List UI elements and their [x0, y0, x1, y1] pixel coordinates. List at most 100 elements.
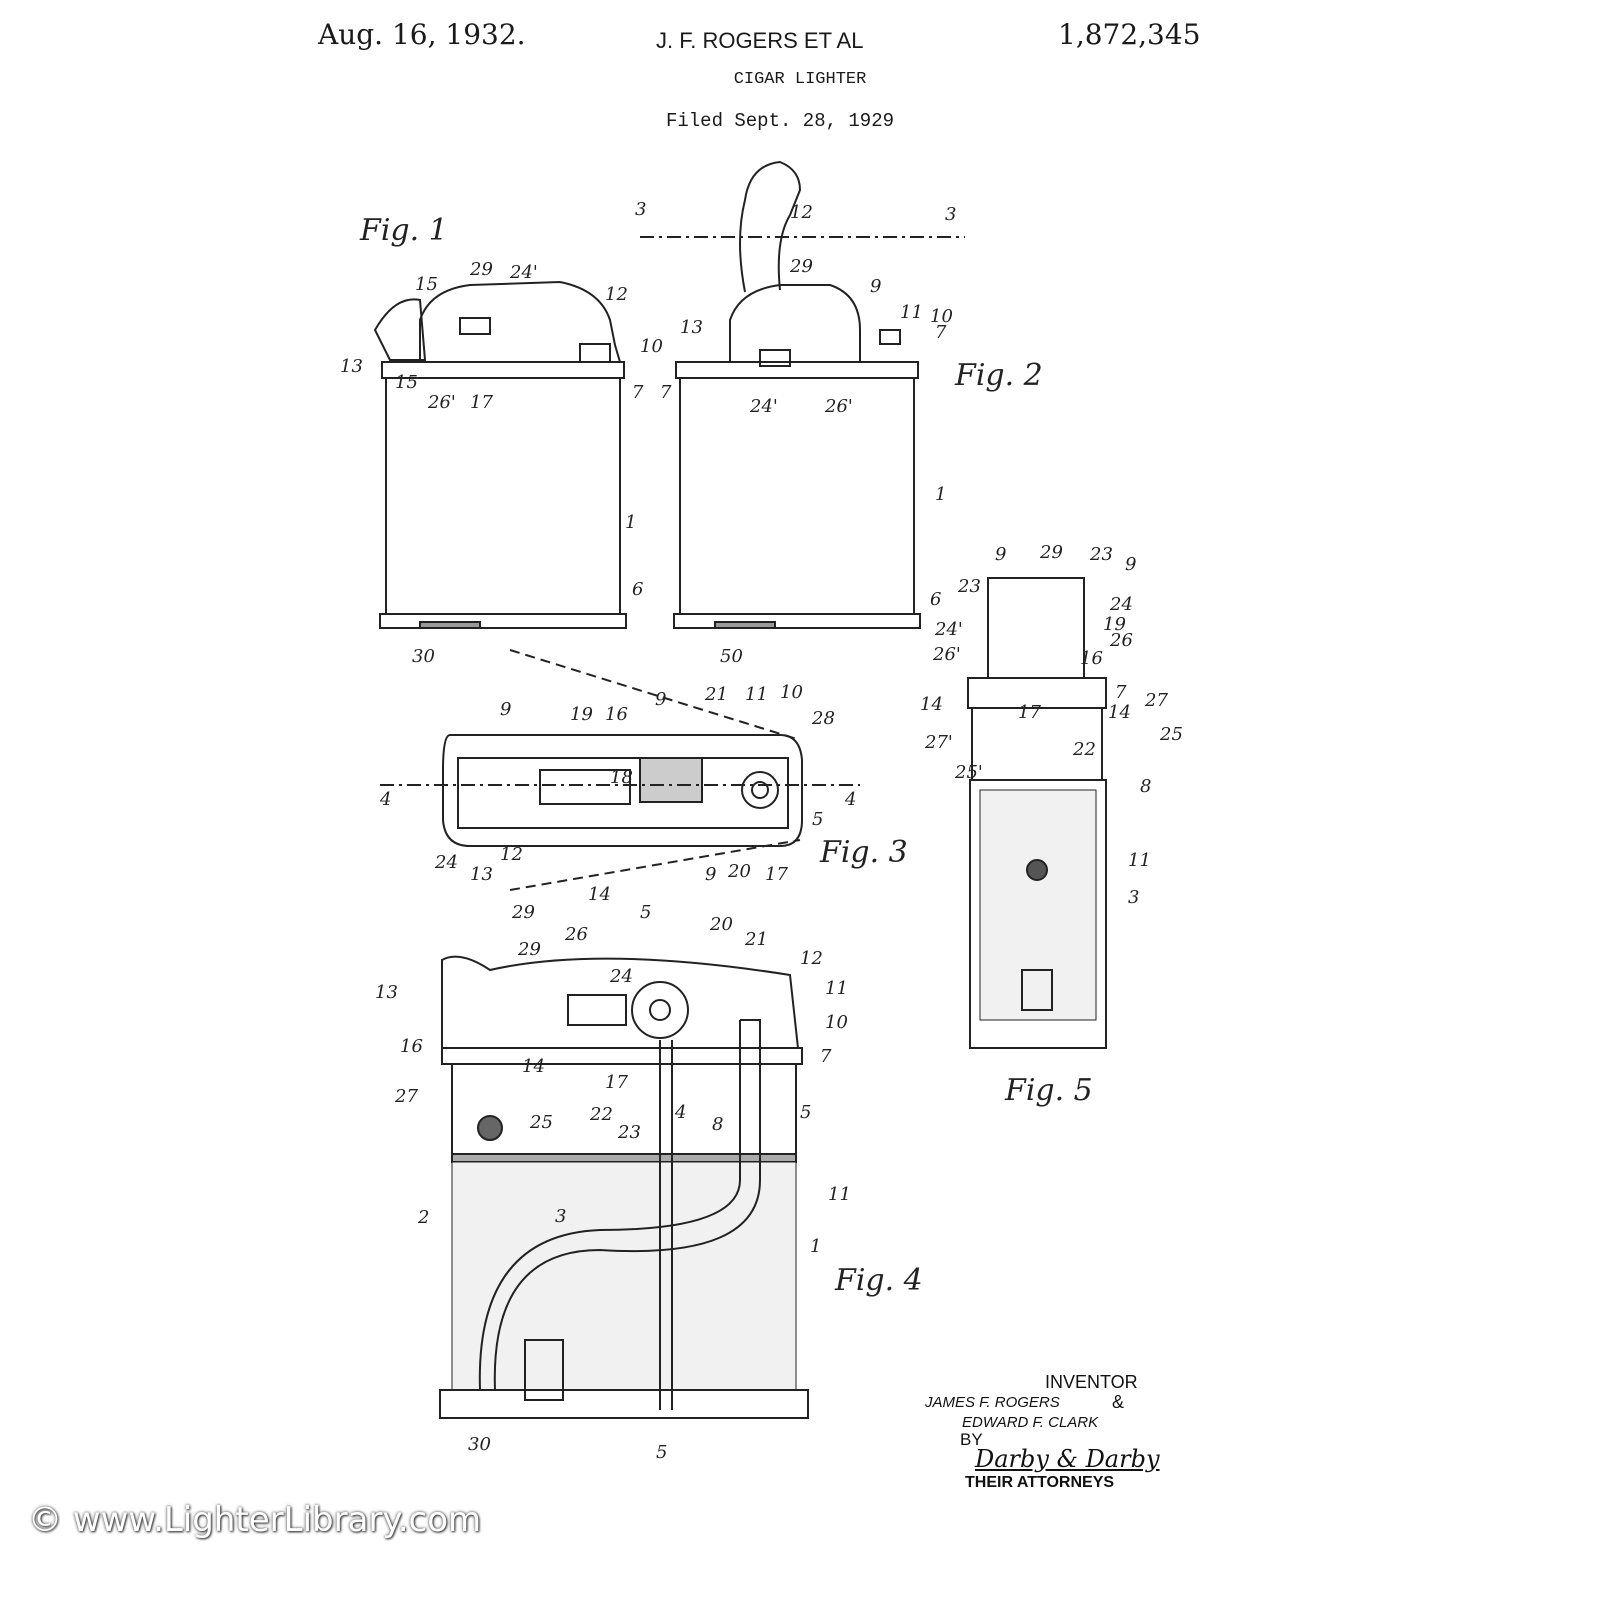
- reference-numeral: 14: [920, 694, 943, 715]
- reference-numeral: 9: [500, 699, 511, 720]
- reference-numeral: 5: [656, 1442, 667, 1463]
- reference-numeral: 13: [340, 356, 363, 377]
- reference-numeral: 17: [605, 1072, 628, 1093]
- reference-numeral: 8: [712, 1114, 723, 1135]
- reference-numeral: 10: [780, 682, 803, 703]
- reference-numeral: 14: [522, 1056, 545, 1077]
- reference-numeral: 15: [415, 274, 438, 295]
- reference-numeral: 9: [1125, 554, 1136, 575]
- reference-numeral: 9: [870, 276, 881, 297]
- inventor-name-2: EDWARD F. CLARK: [962, 1414, 1099, 1431]
- reference-numeral: 7: [935, 322, 947, 343]
- watermark: © www.LighterLibrary.com: [28, 1500, 482, 1540]
- inventor-name-1: JAMES F. ROGERS: [925, 1394, 1060, 1411]
- reference-numeral: 9: [995, 544, 1006, 565]
- reference-numeral: 30: [468, 1434, 491, 1455]
- reference-numeral: 50: [720, 646, 743, 667]
- reference-numeral: 20: [727, 861, 751, 882]
- reference-numeral: 16: [1080, 648, 1103, 669]
- reference-numeral: 4: [674, 1102, 686, 1123]
- reference-numeral: 12: [790, 202, 813, 223]
- figure-4-label: Fig. 4: [834, 1263, 923, 1298]
- reference-numeral: 5: [812, 809, 823, 830]
- reference-numeral: 8: [1140, 776, 1151, 797]
- reference-numeral: 25: [1159, 724, 1183, 745]
- reference-numeral: 10: [825, 1012, 848, 1033]
- reference-numeral: 4: [379, 789, 391, 810]
- reference-numeral: 3: [945, 204, 956, 225]
- reference-numeral: 27: [394, 1086, 418, 1107]
- reference-numeral: 29: [511, 902, 535, 923]
- reference-numeral: 29: [517, 939, 541, 960]
- figure-2: [640, 160, 965, 629]
- reference-numeral: 18: [610, 767, 633, 788]
- reference-numeral: 10: [640, 336, 663, 357]
- reference-numeral: 29: [1039, 542, 1063, 563]
- reference-numeral: 1: [935, 484, 946, 505]
- reference-numeral: 19: [570, 704, 593, 725]
- reference-numeral: 9: [655, 689, 666, 710]
- figure-5: [967, 577, 1107, 1049]
- reference-numeral: 24: [609, 966, 633, 987]
- reference-numeral: 28: [811, 708, 835, 729]
- inventors-short: J. F. ROGERS ET AL: [656, 28, 864, 53]
- reference-numeral: 1: [625, 512, 636, 533]
- reference-numeral: 24: [434, 852, 458, 873]
- reference-numeral: 7: [1115, 682, 1127, 703]
- reference-numeral: 16: [400, 1036, 423, 1057]
- reference-numeral: 24': [934, 619, 963, 640]
- reference-numeral: 1: [810, 1236, 821, 1257]
- patent-title: CIGAR LIGHTER: [733, 70, 867, 89]
- reference-numeral: 7: [632, 382, 644, 403]
- reference-numeral: 23: [957, 576, 981, 597]
- reference-numeral: 12: [800, 948, 823, 969]
- reference-numeral: 23: [1089, 544, 1113, 565]
- reference-numeral: 11: [745, 684, 768, 705]
- reference-numeral: 27: [1144, 690, 1168, 711]
- reference-numeral: 12: [605, 284, 628, 305]
- reference-numeral: 2: [417, 1207, 429, 1228]
- reference-numeral: 23: [617, 1122, 641, 1143]
- reference-numeral: 6: [632, 579, 643, 600]
- reference-numeral: 21: [744, 929, 768, 950]
- reference-numeral: 25: [529, 1112, 553, 1133]
- reference-numeral: 3: [1128, 887, 1139, 908]
- by-label: BY: [960, 1430, 983, 1449]
- reference-numeral: 22: [589, 1104, 613, 1125]
- reference-numeral: 17: [470, 392, 493, 413]
- reference-numeral: 22: [1072, 739, 1096, 760]
- reference-numeral: 14: [1108, 702, 1131, 723]
- reference-numeral: 3: [555, 1206, 566, 1227]
- reference-numeral: 17: [1018, 702, 1041, 723]
- reference-numeral: 5: [640, 902, 651, 923]
- reference-numeral: 24': [509, 262, 538, 283]
- reference-numeral: 3: [635, 199, 646, 220]
- reference-numeral: 9: [705, 864, 716, 885]
- patent-number: 1,872,345: [1058, 18, 1201, 51]
- reference-numeral: 10: [930, 306, 953, 327]
- reference-numeral: 26': [427, 392, 456, 413]
- reference-numeral: 17: [765, 864, 788, 885]
- reference-numeral: 15: [395, 372, 418, 393]
- figure-4: [439, 955, 809, 1419]
- reference-numeral: 24': [749, 396, 778, 417]
- reference-numeral: 27': [924, 732, 953, 753]
- reference-numeral: 29: [789, 256, 813, 277]
- reference-numeral: 4: [844, 789, 856, 810]
- patent-date: Aug. 16, 1932.: [318, 18, 526, 51]
- figure-3: [380, 649, 860, 891]
- figure-5-label: Fig. 5: [1004, 1073, 1093, 1108]
- reference-numeral: 14: [588, 884, 611, 905]
- reference-numeral: 13: [680, 317, 703, 338]
- reference-numeral: 11: [825, 978, 848, 999]
- reference-numeral: 13: [375, 982, 398, 1003]
- reference-numeral: 6: [930, 589, 941, 610]
- reference-numeral: 21: [704, 684, 728, 705]
- reference-numeral: 30: [412, 646, 435, 667]
- figure-1-label: Fig. 1: [359, 213, 448, 248]
- reference-numeral: 5: [800, 1102, 811, 1123]
- inventor-label: INVENTOR: [1045, 1372, 1138, 1392]
- reference-numeral: 11: [900, 302, 923, 323]
- figure-1: [373, 280, 627, 629]
